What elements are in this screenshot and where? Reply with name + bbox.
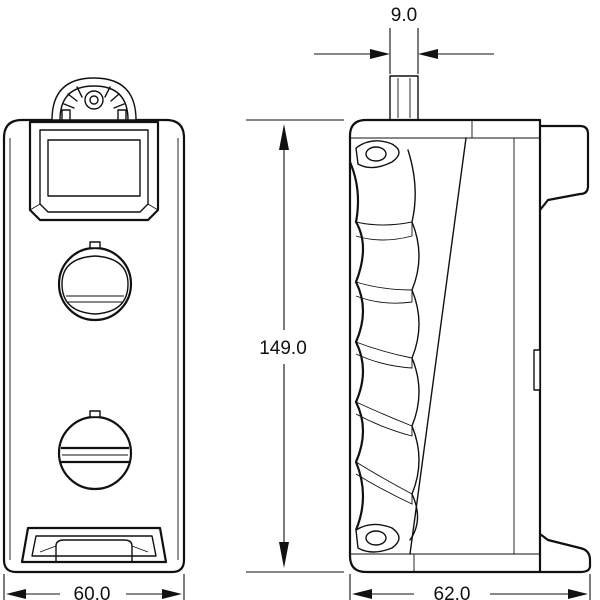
slant-edge [409, 137, 467, 555]
lower-button-hole [57, 410, 133, 491]
bottom-recess [20, 526, 168, 564]
dim-height: 149.0 [246, 119, 344, 573]
grip-ridges [355, 221, 413, 505]
side-view [348, 75, 592, 574]
top-rotary-cap [51, 77, 137, 121]
dim-shaft-width: 9.0 [314, 5, 494, 74]
dim-label-side-depth: 62.0 [434, 584, 471, 600]
dim-label-height: 149.0 [259, 338, 307, 359]
dim-label-shaft-width: 9.0 [391, 5, 417, 26]
shaft [389, 75, 419, 121]
dim-side-depth: 62.0 [349, 574, 591, 600]
top-window [28, 120, 160, 222]
front-body-outline [2, 118, 186, 574]
rear-foot [539, 533, 592, 574]
dim-label-front-width: 60.0 [74, 584, 111, 600]
front-body-inner-edge [9, 138, 179, 560]
side-body-outline [348, 118, 542, 574]
dim-front-width: 60.0 [3, 574, 185, 600]
upper-button-hole [57, 241, 133, 322]
rear-hook [539, 124, 590, 211]
front-view [2, 77, 186, 574]
